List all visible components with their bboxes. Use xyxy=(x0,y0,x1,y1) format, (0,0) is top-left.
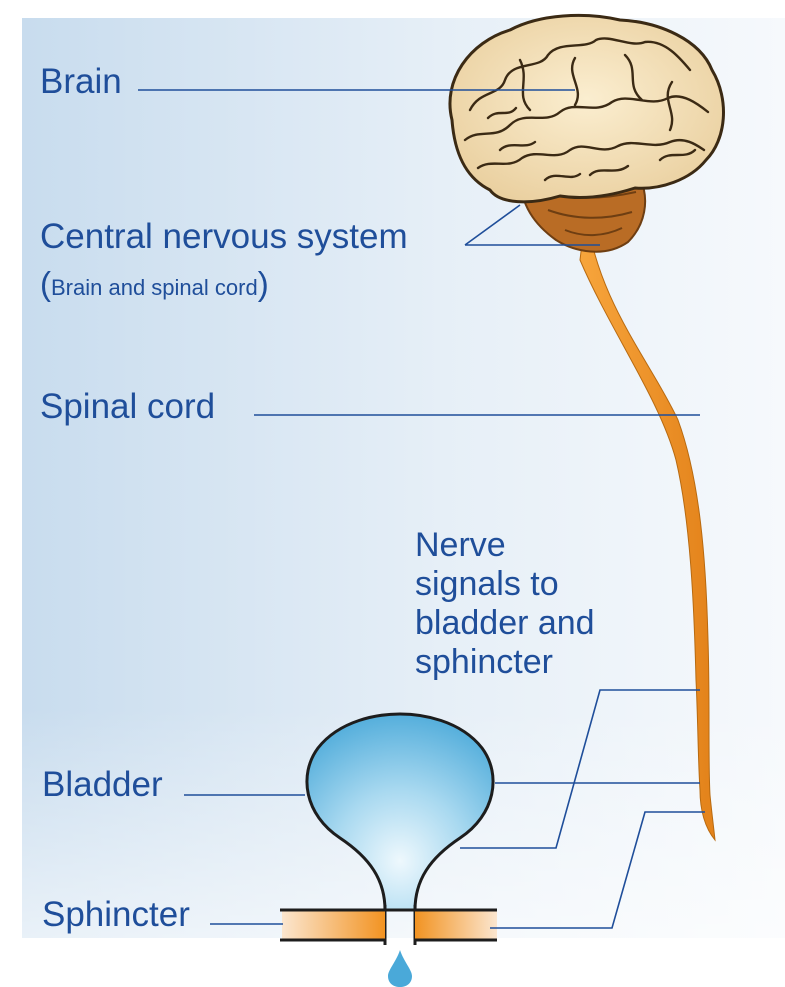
urine-drop xyxy=(388,950,412,987)
sphincter-label: Sphincter xyxy=(42,897,190,932)
cns-sub-label: (Brain and spinal cord) xyxy=(40,267,269,300)
nerve-label-line-3: bladder and xyxy=(415,604,645,643)
cns-sub-close-paren: ) xyxy=(258,265,269,302)
cns-sub-open-paren: ( xyxy=(40,265,51,302)
nerve-signals-label: Nerve signals to bladder and sphincter xyxy=(415,526,645,682)
bladder-label: Bladder xyxy=(42,767,163,802)
cns-sub-text: Brain and spinal cord xyxy=(51,275,258,300)
nerve-label-line-2: signals to xyxy=(415,565,645,604)
sphincter-right xyxy=(415,910,497,940)
nerve-label-line-1: Nerve xyxy=(415,526,645,565)
brain-label: Brain xyxy=(40,64,122,99)
nerve-label-line-4: sphincter xyxy=(415,643,645,682)
sphincter-left xyxy=(282,910,385,940)
cns-label: Central nervous system xyxy=(40,219,408,254)
spinal-cord-label: Spinal cord xyxy=(40,389,215,424)
